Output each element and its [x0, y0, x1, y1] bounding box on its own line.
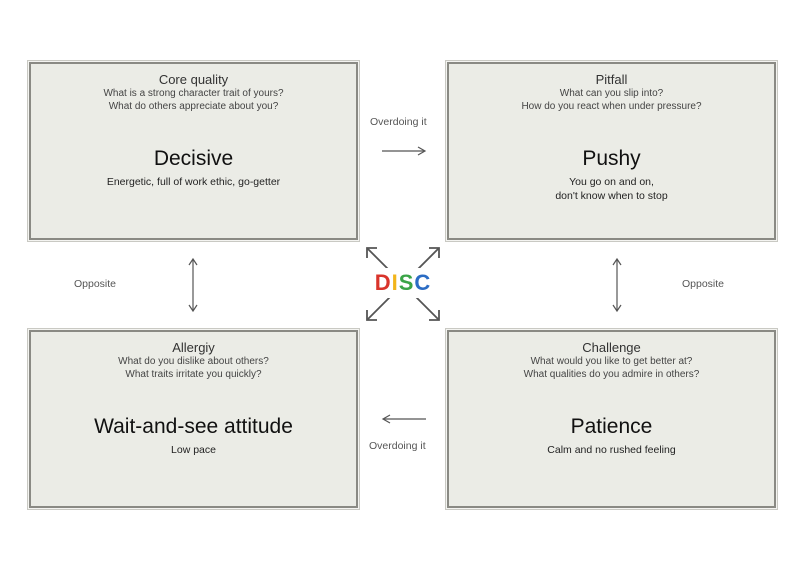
card-title: Allergiy — [172, 340, 215, 355]
overdoing-label-bottom: Overdoing it — [369, 440, 426, 452]
card-main-trait: Decisive — [153, 147, 234, 170]
card-question: What traits irritate you quickly? — [125, 369, 262, 380]
pitfall-card: Pitfall What can you slip into? How do y… — [447, 62, 776, 240]
card-description: don't know when to stop — [555, 190, 668, 202]
card-main-trait: Wait-and-see attitude — [94, 415, 293, 438]
card-description: You go on and on, — [569, 176, 654, 188]
arrow-left-icon — [381, 414, 426, 424]
double-arrow-vertical-icon — [188, 257, 198, 313]
card-main-trait: Pushy — [582, 147, 641, 170]
card-title: Core quality — [158, 72, 229, 87]
card-question: What would you like to get better at? — [530, 356, 693, 367]
arrow-right-icon — [382, 146, 427, 156]
logo-letter-c: C — [414, 270, 432, 295]
overdoing-label-top: Overdoing it — [370, 116, 427, 128]
card-title: Pitfall — [595, 72, 628, 87]
card-question: How do you react when under pressure? — [521, 101, 702, 112]
card-question: What do you dislike about others? — [118, 356, 269, 367]
card-description: Calm and no rushed feeling — [547, 444, 676, 456]
card-title: Challenge — [582, 340, 641, 355]
card-question: What is a strong character trait of your… — [103, 88, 284, 99]
card-question: What do others appreciate about you? — [108, 101, 279, 112]
logo-letter-s: S — [398, 270, 415, 295]
card-question: What qualities do you admire in others? — [523, 369, 700, 380]
challenge-card: Challenge What would you like to get bet… — [447, 330, 776, 508]
disc-logo: DISC — [369, 268, 437, 298]
card-question: What can you slip into? — [559, 88, 664, 99]
allergy-card: Allergiy What do you dislike about other… — [29, 330, 358, 508]
opposite-label-left: Opposite — [74, 278, 117, 290]
logo-letter-i: I — [391, 270, 399, 295]
card-main-trait: Patience — [570, 415, 653, 438]
opposite-label-right: Opposite — [682, 278, 725, 290]
card-description: Low pace — [171, 444, 216, 456]
card-description: Energetic, full of work ethic, go-getter — [106, 176, 281, 188]
logo-letter-d: D — [374, 270, 392, 295]
double-arrow-vertical-icon — [612, 257, 622, 313]
core-quality-card: Core quality What is a strong character … — [29, 62, 358, 240]
